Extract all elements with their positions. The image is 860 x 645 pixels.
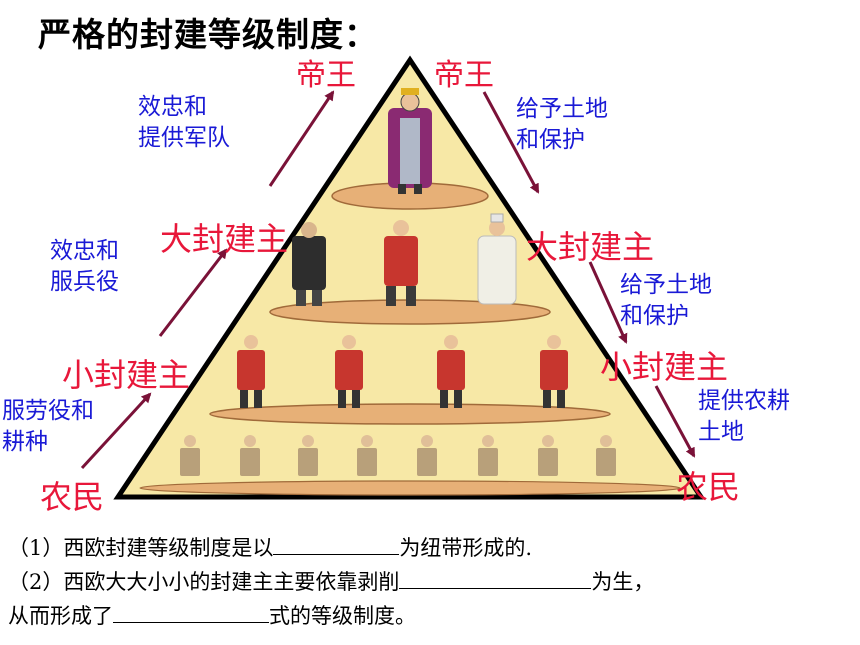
page-title: 严格的封建等级制度： [38,15,378,54]
arrow-right-mid [588,261,628,344]
great-lords-figures [269,213,551,325]
arrow-left-top [268,90,335,187]
relation-left-bottom: 服劳役和耕种 [2,398,94,455]
question-2: （2）西欧大大小小的封建主主要依靠剥削为生， [8,568,655,594]
arrow-right-bottom [654,385,696,458]
label-great-lord-left: 大封建主 [160,220,289,258]
label-emperor-right: 帝王 [434,58,494,93]
answer-blank-1[interactable] [273,534,400,555]
relation-right-mid: 给予土地和保护 [620,272,712,329]
relation-right-top: 给予土地和保护 [516,96,608,153]
label-peasant-right: 农民 [676,468,741,506]
emperor-figure [331,88,489,210]
arrow-left-mid [158,248,228,337]
small-lords-figures [209,335,611,425]
relation-left-mid: 效忠和服兵役 [50,238,119,295]
label-emperor-left: 帝王 [296,58,356,93]
peasants-figures [139,435,681,496]
label-small-lord-left: 小封建主 [62,356,191,394]
question-3: 从而形成了式的等级制度。 [8,602,416,628]
answer-blank-3[interactable] [113,602,269,623]
arrow-left-bottom [80,392,152,470]
relation-right-bottom: 提供农耕土地 [698,388,790,445]
label-peasant-left: 农民 [40,478,105,516]
label-great-lord-right: 大封建主 [526,228,655,266]
relation-left-top: 效忠和提供军队 [138,94,230,151]
question-1: （1）西欧封建等级制度是以为纽带形成的. [8,534,533,560]
arrow-right-top [482,91,540,194]
answer-blank-2[interactable] [399,568,592,589]
label-small-lord-right: 小封建主 [600,348,729,386]
